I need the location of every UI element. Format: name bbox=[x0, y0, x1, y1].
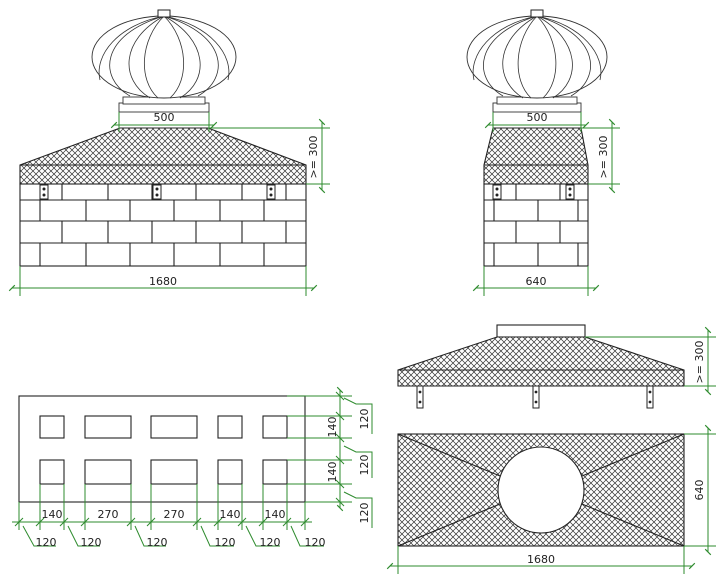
openings-row-top bbox=[39, 415, 288, 439]
plan-gap-5: 120 bbox=[260, 536, 281, 549]
front-top-width-label: 500 bbox=[154, 111, 175, 124]
front-width-label: 1680 bbox=[149, 275, 177, 288]
cap-hood bbox=[397, 336, 685, 387]
openings-row-bottom bbox=[39, 459, 288, 485]
plan-gap-4: 120 bbox=[215, 536, 236, 549]
plan-height-1: 140 bbox=[326, 417, 339, 438]
side-hood bbox=[483, 127, 589, 185]
front-height-label: >= 300 bbox=[307, 136, 320, 179]
plan-dim-horizontal: 140 270 270 140 140 120 120 120 120 120 … bbox=[12, 484, 326, 549]
plan-dim-vertical: 140 140 120 120 120 bbox=[287, 386, 373, 528]
side-turbine-ventilator bbox=[466, 9, 608, 113]
side-dim-height: >= 300 bbox=[581, 118, 620, 194]
plan-opening-2: 270 bbox=[98, 508, 119, 521]
cap-dim-height: >= 300 bbox=[585, 326, 716, 396]
side-dim-top: 500 bbox=[484, 111, 590, 132]
cap-elevation: >= 300 bbox=[397, 324, 716, 409]
front-dim-height: >= 300 bbox=[208, 118, 330, 194]
cap-dim-width: 1680 bbox=[386, 546, 696, 574]
cap-opening-circle bbox=[497, 446, 585, 534]
cap-depth-label: 640 bbox=[693, 480, 706, 501]
plan-opening-3: 270 bbox=[164, 508, 185, 521]
front-view: 500 >= 300 1680 bbox=[8, 9, 330, 296]
plan-gap-1: 120 bbox=[36, 536, 57, 549]
side-dim-width: 640 bbox=[472, 266, 600, 296]
front-brick-wall bbox=[19, 183, 307, 267]
plan-opening-5: 140 bbox=[265, 508, 286, 521]
cap-dim-depth: 640 bbox=[684, 424, 716, 556]
front-hood bbox=[19, 127, 307, 185]
side-height-label: >= 300 bbox=[597, 136, 610, 179]
front-dim-width: 1680 bbox=[8, 266, 318, 296]
cap-width-label: 1680 bbox=[527, 553, 555, 566]
plan-row-1: 120 bbox=[358, 409, 371, 430]
plan-opening-4: 140 bbox=[220, 508, 241, 521]
plan-gap-2: 120 bbox=[81, 536, 102, 549]
plan-opening-1: 140 bbox=[42, 508, 63, 521]
side-width-label: 640 bbox=[526, 275, 547, 288]
plan-row-3: 120 bbox=[358, 503, 371, 524]
cap-height-label: >= 300 bbox=[693, 341, 706, 384]
side-top-width-label: 500 bbox=[527, 111, 548, 124]
plan-height-2: 140 bbox=[326, 462, 339, 483]
side-view: 500 >= 300 640 bbox=[466, 9, 620, 296]
turbine-ventilator bbox=[91, 9, 237, 113]
front-dim-top: 500 bbox=[110, 111, 218, 132]
cap-plan: 640 1680 bbox=[386, 424, 716, 574]
plan-gap-6: 120 bbox=[305, 536, 326, 549]
plan-row-2: 120 bbox=[358, 455, 371, 476]
openings-plan: 140 140 120 120 120 140 270 270 140 140 … bbox=[12, 386, 373, 549]
plan-gap-3: 120 bbox=[147, 536, 168, 549]
